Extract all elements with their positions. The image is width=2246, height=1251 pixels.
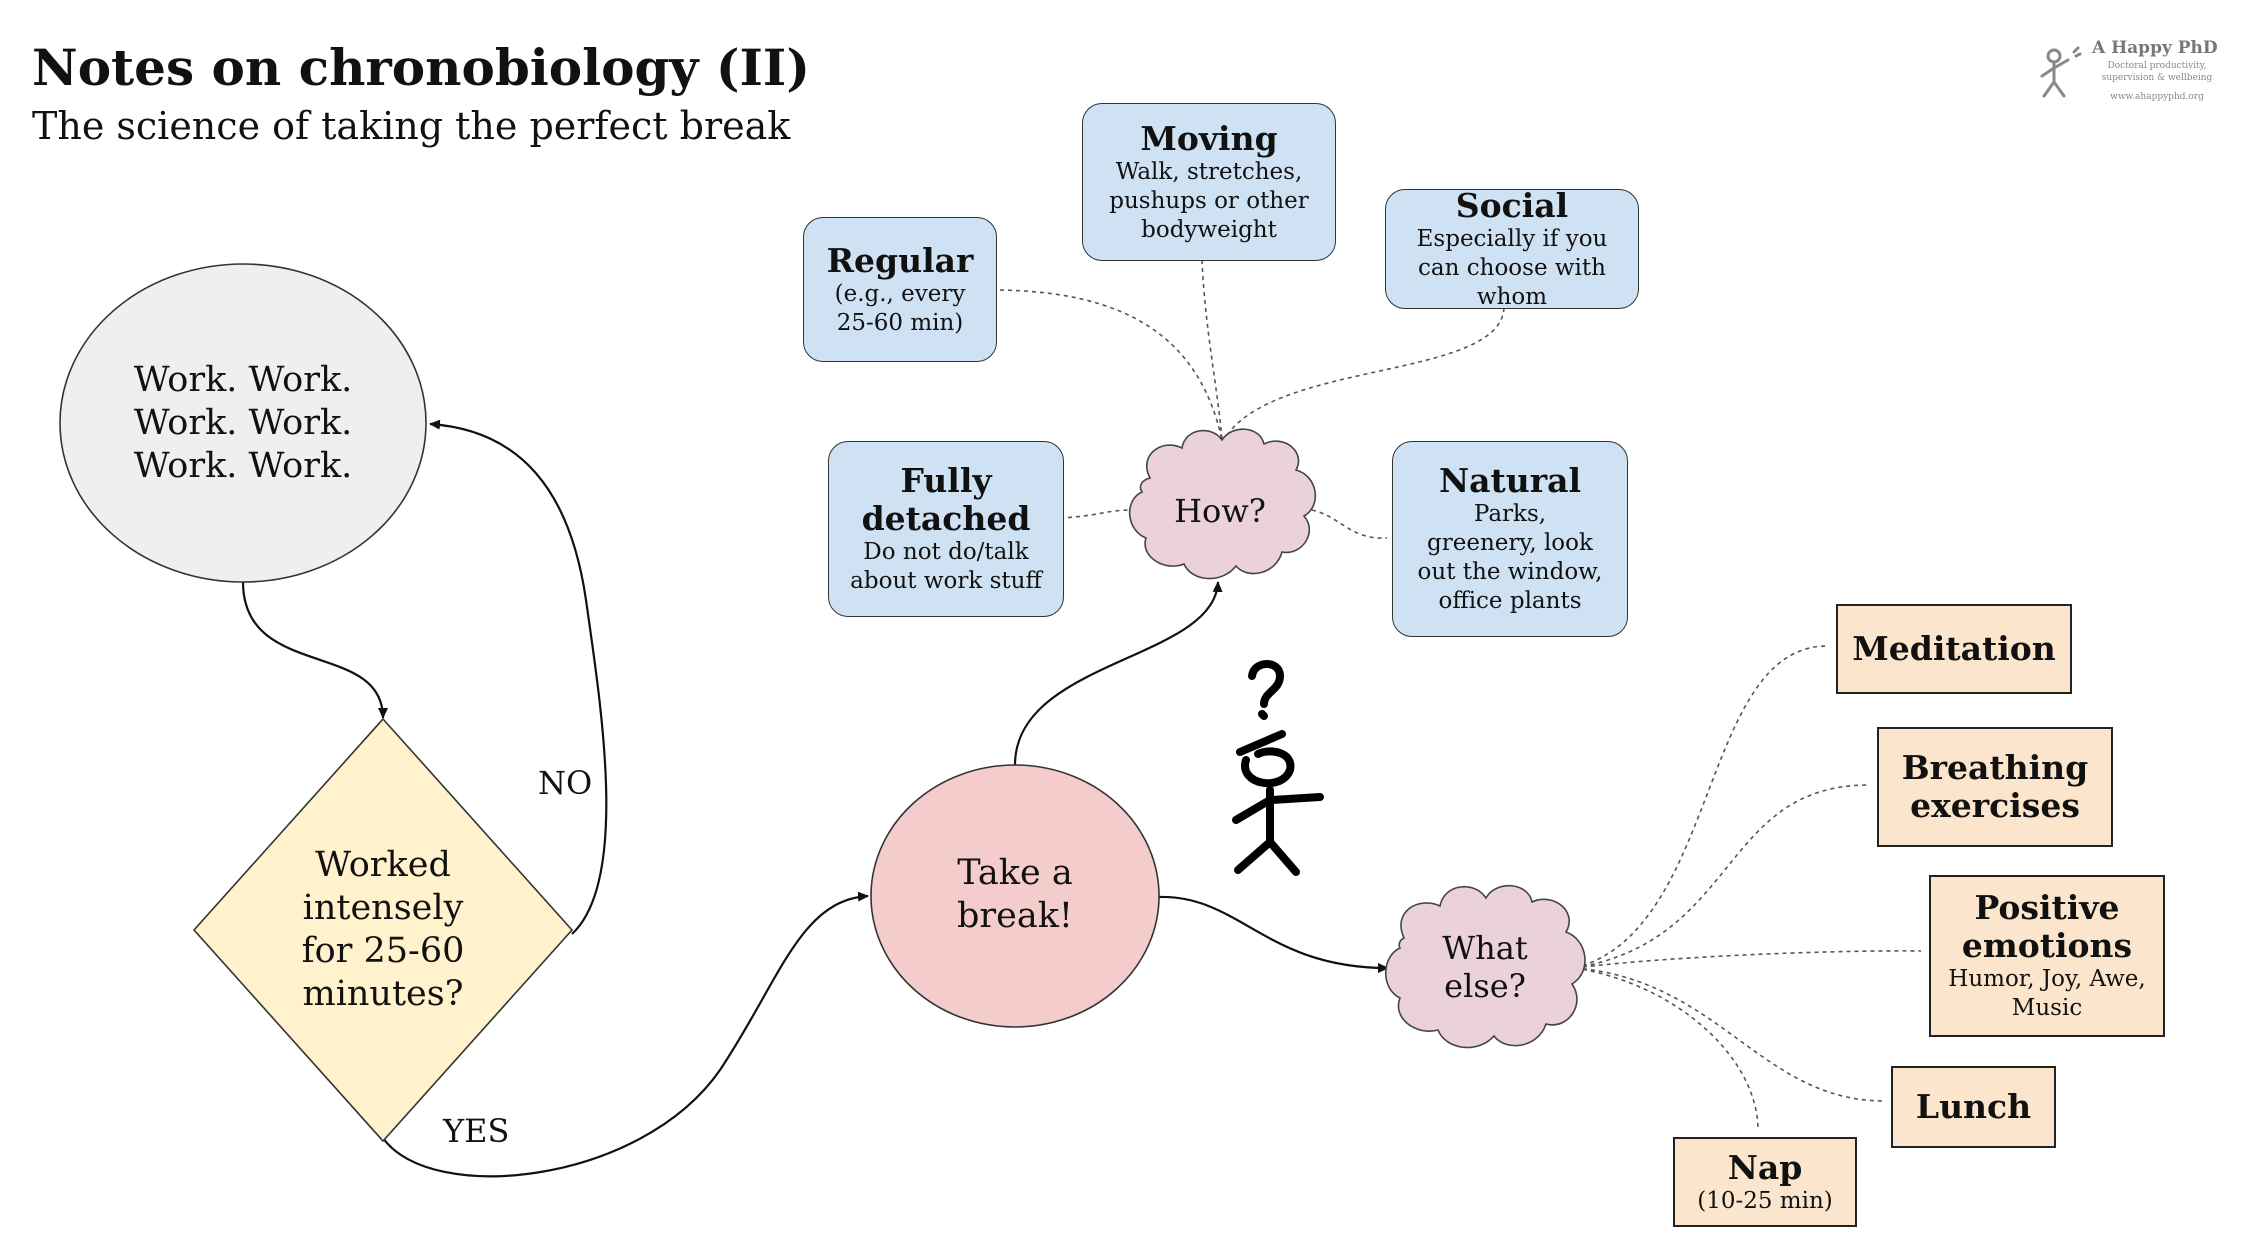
option-social: Social Especially if you can choose with… xyxy=(1385,185,1639,310)
no-label: NO xyxy=(538,764,593,802)
stick-figure-logo-icon xyxy=(2040,46,2082,98)
arrow-yes-to-break xyxy=(382,891,869,1178)
confused-stick-figure-icon xyxy=(1232,660,1324,876)
whatelse-label: What else? xyxy=(1442,929,1528,1005)
link-meditation xyxy=(1574,645,1829,969)
option-meditation: Meditation xyxy=(1836,604,2072,694)
option-positive: Positive emotions Humor, Joy, Awe, Music xyxy=(1929,875,2165,1037)
brand-logo: A Happy PhD Doctoral productivity, super… xyxy=(2036,38,2226,108)
link-lunch xyxy=(1574,967,1884,1102)
how-cloud xyxy=(1128,428,1317,580)
link-nap xyxy=(1574,967,1759,1131)
link-detached xyxy=(1059,509,1134,519)
option-moving: Moving Walk, stretches, pushups or other… xyxy=(1082,103,1336,261)
brand-tagline: Doctoral productivity, supervision & wel… xyxy=(2101,61,2213,83)
break-text: Take a break! xyxy=(957,853,1073,936)
decision-node xyxy=(192,717,574,1143)
option-social-detail: Especially if you can choose with whom xyxy=(1416,225,1608,310)
option-social-title: Social xyxy=(1455,185,1569,225)
option-meditation-title: Meditation xyxy=(1852,629,2056,668)
option-nap-title: Nap xyxy=(1727,1147,1803,1187)
option-moving-detail: Walk, stretches, pushups or other bodywe… xyxy=(1109,158,1309,243)
option-breathing-title: Breathing exercises xyxy=(1901,748,2089,825)
arrow-no-to-work xyxy=(429,419,608,935)
link-social xyxy=(1223,307,1505,441)
option-nap-detail: (10-25 min) xyxy=(1697,1187,1833,1214)
brand-url: www.ahappyphd.org xyxy=(2110,92,2204,102)
arrow-break-to-whatelse xyxy=(1158,895,1389,973)
option-positive-detail: Humor, Joy, Awe, Music xyxy=(1948,966,2146,1021)
option-regular-title: Regular xyxy=(826,240,974,280)
option-breathing: Breathing exercises xyxy=(1877,727,2113,847)
brand-name: A Happy PhD xyxy=(2092,38,2218,58)
work-node xyxy=(59,263,427,583)
break-node xyxy=(870,764,1160,1028)
page-title: Notes on chronobiology (II) xyxy=(32,38,810,97)
yes-label: YES xyxy=(443,1112,510,1150)
arrow-work-to-decision xyxy=(241,581,388,719)
option-natural-detail: Parks, greenery, look out the window, of… xyxy=(1417,501,1603,614)
option-natural-title: Natural xyxy=(1438,461,1582,500)
whatelse-cloud xyxy=(1385,884,1586,1049)
link-moving xyxy=(1201,259,1223,441)
option-detached-title: Fully detached xyxy=(861,461,1031,538)
option-regular-detail: (e.g., every 25-60 min) xyxy=(834,280,966,336)
link-natural xyxy=(1311,509,1388,539)
option-lunch-title: Lunch xyxy=(1915,1087,2032,1126)
arrow-break-to-how xyxy=(1013,581,1223,766)
decision-text: Worked intensely for 25-60 minutes? xyxy=(301,845,465,1014)
link-positive xyxy=(1574,950,1922,969)
how-label: How? xyxy=(1174,492,1266,530)
link-regular xyxy=(991,289,1223,441)
break-label: Take a break! xyxy=(930,845,1100,945)
option-moving-title: Moving xyxy=(1140,118,1278,158)
page-subtitle: The science of taking the perfect break xyxy=(32,104,791,148)
option-detached: Fully detached Do not do/talk about work… xyxy=(828,441,1064,617)
work-label: Work. Work. Work. Work. Work. Work. xyxy=(120,355,366,491)
option-regular: Regular (e.g., every 25-60 min) xyxy=(803,217,997,362)
option-positive-title: Positive emotions xyxy=(1961,888,2133,965)
option-natural: Natural Parks, greenery, look out the wi… xyxy=(1392,441,1628,637)
option-lunch: Lunch xyxy=(1891,1066,2056,1148)
option-detached-detail: Do not do/talk about work stuff xyxy=(850,539,1042,594)
option-nap: Nap (10-25 min) xyxy=(1673,1137,1857,1227)
link-breathing xyxy=(1574,784,1870,969)
decision-label: Worked intensely for 25-60 minutes? xyxy=(283,840,483,1020)
work-text: Work. Work. Work. Work. Work. Work. xyxy=(133,359,353,486)
